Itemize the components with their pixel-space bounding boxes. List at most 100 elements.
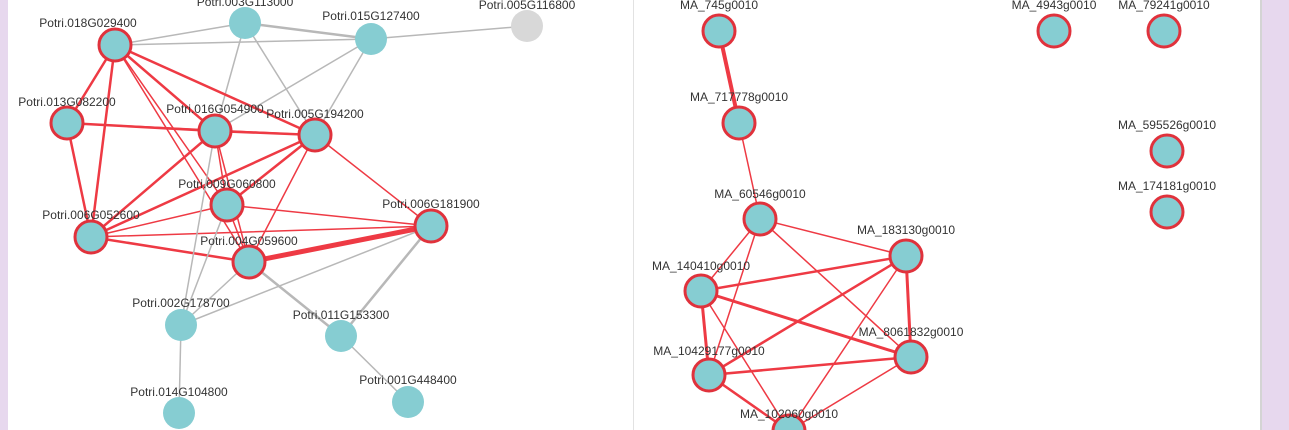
node-label: MA_4943g0010	[1012, 0, 1097, 12]
network-edge[interactable]	[244, 22, 316, 136]
network-edge[interactable]	[65, 121, 93, 239]
node-label: Potri.014G104800	[130, 385, 228, 399]
network-node[interactable]	[97, 27, 133, 63]
network-node[interactable]	[209, 187, 245, 223]
network-node[interactable]	[163, 397, 195, 429]
network-node[interactable]	[1146, 13, 1182, 49]
network-edge[interactable]	[90, 225, 432, 238]
network-edge[interactable]	[243, 21, 373, 41]
network-node[interactable]	[888, 238, 924, 274]
label-layer: Potri.003G113000Potri.015G127400Potri.00…	[18, 0, 1216, 421]
network-node[interactable]	[701, 13, 737, 49]
network-edge[interactable]	[89, 43, 117, 239]
node-label: Potri.018G029400	[39, 16, 137, 30]
network-node[interactable]	[355, 23, 387, 55]
network-edge[interactable]	[699, 289, 913, 359]
node-label: Potri.005G116800	[479, 0, 576, 12]
node-label: MA_174181g0010	[1118, 179, 1216, 193]
network-edge[interactable]	[339, 224, 433, 338]
node-label: MA_10429177g0010	[653, 344, 765, 358]
network-edge[interactable]	[699, 254, 908, 293]
node-label: MA_745g0010	[680, 0, 758, 12]
network-edge[interactable]	[707, 355, 913, 377]
network-edge[interactable]	[114, 38, 372, 46]
network-edge[interactable]	[248, 134, 316, 263]
network-node[interactable]	[721, 105, 757, 141]
node-layer	[49, 7, 1185, 430]
network-edge[interactable]	[180, 225, 432, 326]
network-edge[interactable]	[789, 356, 912, 430]
network-edge[interactable]	[180, 130, 216, 326]
node-label: Potri.002G178700	[132, 296, 230, 310]
network-node[interactable]	[231, 244, 267, 280]
network-edge[interactable]	[180, 204, 228, 326]
node-label: MA_8061832g0010	[859, 325, 964, 339]
network-edge[interactable]	[788, 255, 907, 430]
network-node[interactable]	[1149, 194, 1185, 230]
network-edge[interactable]	[759, 218, 912, 358]
network-node[interactable]	[1149, 133, 1185, 169]
network-node[interactable]	[742, 201, 778, 237]
node-label: MA_717778g0010	[690, 90, 788, 104]
network-edge[interactable]	[225, 133, 317, 207]
node-label: Potri.006G181900	[382, 197, 480, 211]
network-edge[interactable]	[700, 290, 790, 430]
node-label: Potri.015G127400	[322, 9, 420, 23]
node-label: Potri.003G113000	[197, 0, 294, 9]
network-edge[interactable]	[314, 38, 372, 136]
node-label: Potri.016G054900	[166, 102, 264, 116]
network-edge[interactable]	[708, 218, 761, 376]
network-edge[interactable]	[246, 223, 434, 265]
network-node[interactable]	[297, 117, 333, 153]
network-edge[interactable]	[759, 218, 907, 257]
network-node[interactable]	[325, 320, 357, 352]
node-label: Potri.009G060800	[178, 177, 276, 191]
network-node[interactable]	[392, 386, 424, 418]
network-node[interactable]	[73, 219, 109, 255]
window-right-border	[1260, 0, 1289, 430]
network-edge[interactable]	[89, 129, 217, 239]
network-node[interactable]	[49, 105, 85, 141]
node-label: Potri.006G052600	[42, 208, 140, 222]
network-node[interactable]	[511, 10, 543, 42]
network-node[interactable]	[691, 357, 727, 393]
node-label: MA_79241g0010	[1118, 0, 1210, 12]
node-label: Potri.013G082200	[18, 95, 116, 109]
window-left-border	[0, 0, 8, 430]
node-label: MA_60546g0010	[714, 187, 806, 201]
scrollbar-track[interactable]	[1260, 0, 1262, 430]
node-label: MA_183130g0010	[857, 223, 955, 237]
network-edge[interactable]	[113, 43, 317, 137]
network-node[interactable]	[413, 208, 449, 244]
network-edge[interactable]	[247, 260, 343, 338]
network-edge[interactable]	[214, 38, 372, 132]
node-label: Potri.001G448400	[359, 373, 457, 387]
node-label: MA_140410g0010	[652, 259, 750, 273]
panel-divider	[633, 0, 634, 430]
node-label: Potri.004G059600	[200, 234, 298, 248]
node-label: MA_595526g0010	[1118, 118, 1216, 132]
network-edge[interactable]	[114, 22, 246, 46]
network-edge[interactable]	[226, 204, 432, 227]
node-label: Potri.005G194200	[266, 107, 364, 121]
network-edge[interactable]	[114, 44, 228, 206]
edge-layer	[65, 21, 913, 430]
network-node[interactable]	[1036, 13, 1072, 49]
network-edge[interactable]	[89, 133, 317, 239]
network-edge[interactable]	[314, 134, 432, 227]
network-edge[interactable]	[89, 235, 251, 264]
network-node[interactable]	[683, 273, 719, 309]
network-edge[interactable]	[113, 43, 217, 133]
network-edge[interactable]	[370, 25, 528, 40]
coexpression-network-view[interactable]: Potri.003G113000Potri.015G127400Potri.00…	[0, 0, 1260, 430]
network-node[interactable]	[165, 309, 197, 341]
node-label: Potri.011G153300	[293, 308, 390, 322]
network-node[interactable]	[229, 7, 261, 39]
network-node[interactable]	[893, 339, 929, 375]
network-node[interactable]	[197, 113, 233, 149]
network-edge[interactable]	[90, 204, 228, 238]
network-edge[interactable]	[214, 22, 246, 132]
node-label: MA_102060g0010	[740, 407, 838, 421]
network-edge[interactable]	[114, 44, 250, 263]
network-node[interactable]	[771, 413, 807, 430]
